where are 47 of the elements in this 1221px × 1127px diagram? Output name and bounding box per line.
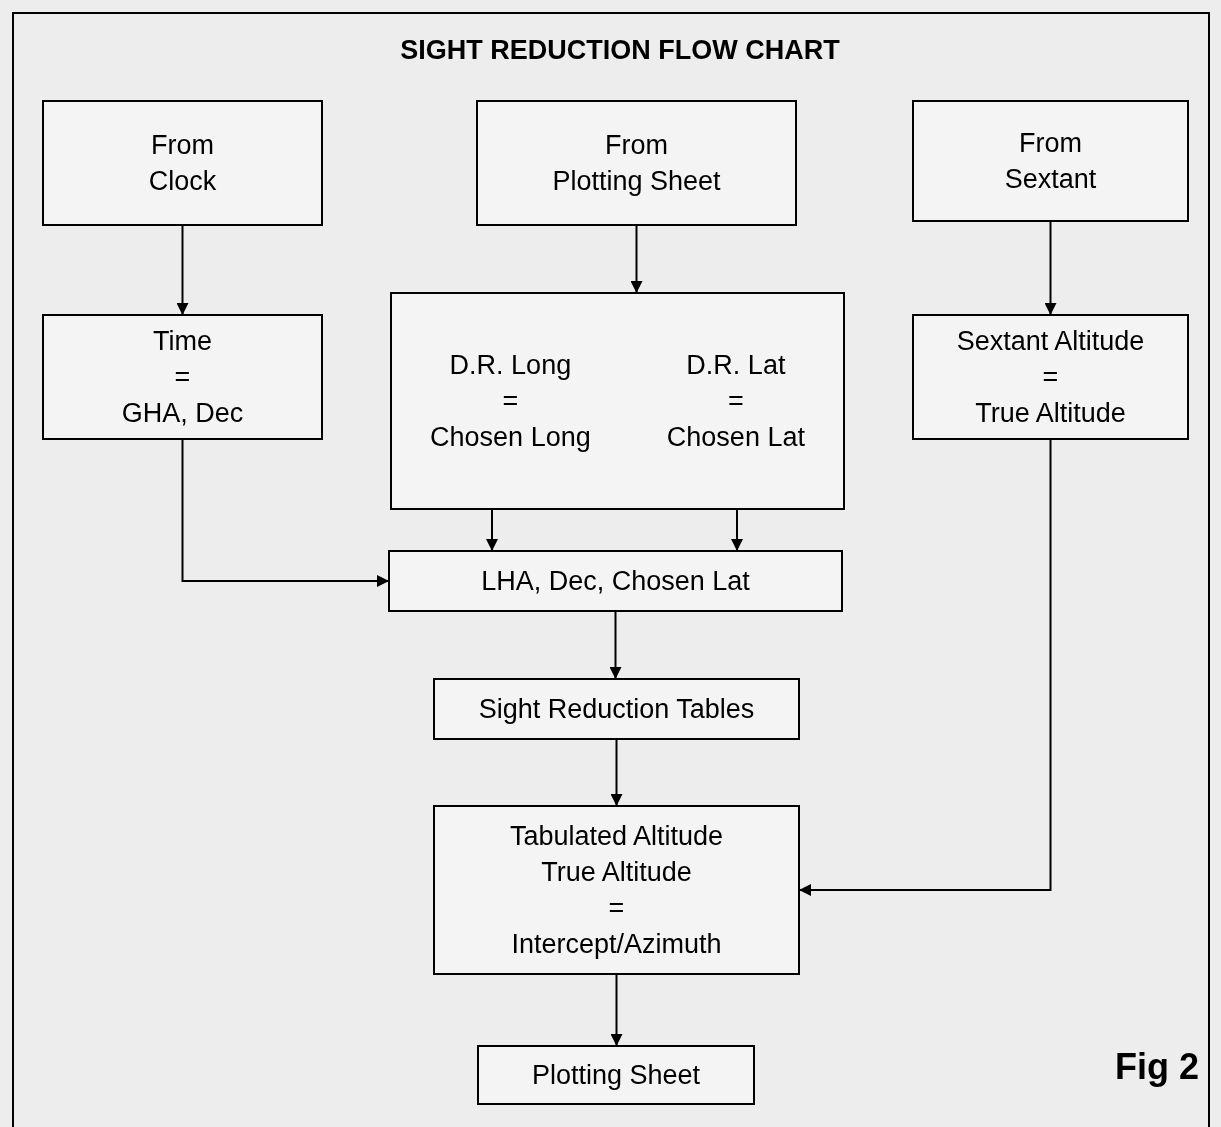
process-box [42, 100, 323, 226]
box-text: From [151, 129, 214, 162]
process-box [388, 550, 843, 612]
process-box [433, 678, 800, 740]
process-box [912, 100, 1189, 222]
box-text: From [605, 129, 668, 162]
arrow [609, 611, 622, 679]
process-box [476, 100, 797, 226]
arrow [630, 225, 643, 293]
process-box [477, 1045, 755, 1105]
process-box [912, 314, 1189, 440]
arrow [181, 439, 389, 587]
box-text: Plotting Sheet [552, 165, 721, 198]
box-text: = [728, 385, 744, 418]
box-text: = [502, 385, 519, 418]
box-text: True Altitude [975, 397, 1126, 430]
arrow [1044, 221, 1057, 315]
box-text: Time [153, 325, 212, 358]
box-text: Clock [148, 165, 217, 198]
box-text: Plotting Sheet [531, 1059, 701, 1092]
box-text: Sextant Altitude [956, 325, 1145, 358]
box-text: From [1019, 127, 1082, 160]
box-text: Intercept/Azimuth [511, 928, 722, 961]
box-text: D.R. Long [449, 349, 572, 382]
box-text: Tabulated Altitude [509, 820, 724, 853]
box-text: LHA, Dec, Chosen Lat [481, 565, 750, 598]
box-text: D.R. Lat [686, 349, 786, 382]
arrow [610, 739, 623, 806]
box-text: Chosen Lat [666, 421, 805, 454]
box-text: True Altitude [541, 856, 692, 889]
box-text: = [1042, 361, 1059, 394]
box-text: Sight Reduction Tables [478, 693, 755, 726]
box-text: GHA, Dec [121, 397, 244, 430]
arrow [731, 509, 743, 551]
process-box [390, 292, 845, 510]
chart-title: SIGHT REDUCTION FLOW CHART [399, 34, 841, 67]
arrow [176, 225, 189, 315]
box-text: Chosen Long [430, 421, 591, 454]
box-text: = [608, 892, 625, 925]
arrow [799, 439, 1052, 896]
arrow [610, 974, 623, 1046]
box-text: Sextant [1004, 163, 1097, 196]
box-text: = [174, 361, 191, 394]
arrow [486, 509, 498, 551]
figure-label: Fig 2 [1115, 1045, 1199, 1089]
process-box [433, 805, 800, 975]
process-box [42, 314, 323, 440]
